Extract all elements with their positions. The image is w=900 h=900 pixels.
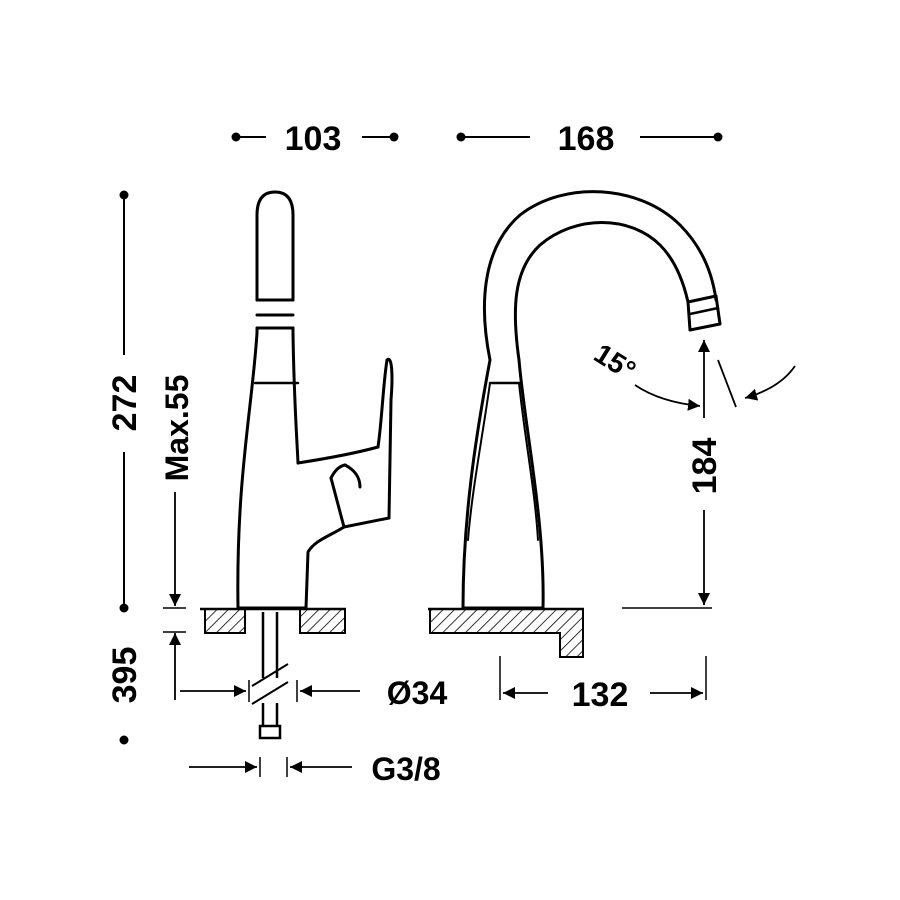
- dimension-total-height: 272: [106, 190, 144, 613]
- dimension-connection: G3/8: [189, 751, 441, 787]
- dimension-hole-diameter: Ø34: [180, 675, 447, 711]
- dimension-width-side: 103: [231, 120, 399, 158]
- dimension-width-front: 168: [456, 120, 723, 158]
- dimension-swivel-angle: 15°: [589, 338, 796, 411]
- width-side-label: 103: [285, 120, 342, 158]
- connection-label: G3/8: [371, 751, 440, 787]
- width-front-label: 168: [558, 120, 615, 158]
- faucet-side-view: [236, 190, 394, 610]
- dimension-max-thickness: Max.55: [159, 375, 195, 700]
- below-deck-label: 395: [106, 647, 144, 704]
- spout-reach-label: 132: [572, 676, 629, 714]
- swivel-angle-label: 15°: [589, 338, 641, 387]
- dimension-below-deck: 395: [106, 647, 144, 745]
- spout-height-label: 184: [686, 438, 724, 495]
- dimension-spout-reach: 132: [499, 656, 707, 714]
- dimension-spout-height: 184: [622, 340, 724, 609]
- supply-pipe: [251, 612, 289, 740]
- deck-section-side: [200, 607, 346, 634]
- max-thickness-label: Max.55: [159, 375, 195, 482]
- faucet-front-view: [461, 190, 722, 610]
- hole-diameter-label: Ø34: [387, 675, 448, 711]
- total-height-label: 272: [106, 375, 144, 432]
- deck-section-front: [428, 607, 584, 658]
